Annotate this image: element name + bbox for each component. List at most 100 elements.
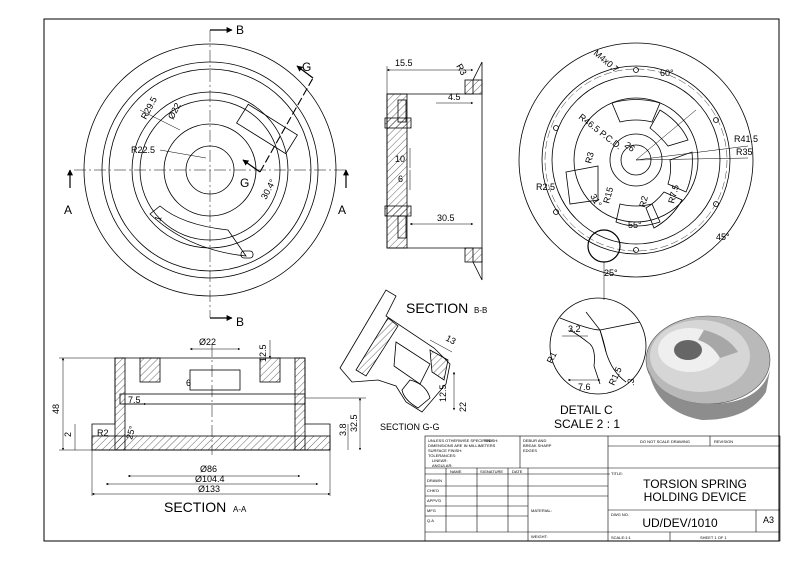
dim-r22-5: R22.5 xyxy=(131,145,155,155)
dim-r35: R35 xyxy=(736,147,753,157)
dim-r29-5: R29.5 xyxy=(139,95,159,121)
dim-r1-detail: R1 xyxy=(545,350,559,365)
dim-22-gg: 22 xyxy=(458,402,468,412)
weight-label: WEIGHT: xyxy=(531,534,548,539)
note-line-6: ANGULAR: xyxy=(432,463,452,468)
scale-value: SCALE:1:1 xyxy=(611,535,632,540)
dim-26: 26 xyxy=(623,140,637,154)
sheet-border xyxy=(43,18,780,542)
dim-7-6-detail: 7.6 xyxy=(578,382,591,392)
no-scale-note: DO NOT SCALE DRAWING xyxy=(640,439,690,444)
title-label: TITLE: xyxy=(611,471,623,476)
deburr-line-1: DEBUR AND xyxy=(523,438,546,443)
dim-6: 6 xyxy=(398,174,403,184)
section-bb-suffix: B-B xyxy=(474,306,487,315)
dim-15-5: 15.5 xyxy=(395,58,413,68)
note-line-3: SURFACE FINISH: xyxy=(428,448,462,453)
right-view xyxy=(518,42,754,300)
dim-r15: R15 xyxy=(601,186,615,205)
drawing-title-line-2: HOLDING DEVICE xyxy=(644,490,747,504)
row-drawn: DRAWN xyxy=(427,478,442,483)
row-approved: APPV'D xyxy=(427,498,441,503)
cut-label-b-bottom: B xyxy=(236,315,244,329)
dim-13-gg: 13 xyxy=(444,333,458,347)
dim-3-detail: .3 xyxy=(626,378,636,386)
detail-c-title: DETAIL C xyxy=(560,403,613,417)
dim-r3-right: R3 xyxy=(583,151,596,165)
sheet-count: SHEET 1 OF 1 xyxy=(700,535,727,540)
section-bb-labels: 15.5 R3 4.5 10 6 30.5 SECTION B-B xyxy=(395,58,487,316)
dim-30-4-deg: 30.4° xyxy=(259,177,278,201)
deburr-line-3: EDGES xyxy=(523,448,537,453)
dim-3-8-aa: 3.8 xyxy=(338,423,348,436)
section-aa-suffix: A-A xyxy=(233,505,247,514)
dwg-no-label: DWG NO. xyxy=(611,512,629,517)
material-label: MATERIAL: xyxy=(531,508,552,513)
cut-label-a-left: A xyxy=(64,203,72,217)
title-block xyxy=(424,435,781,542)
row-qa: Q.A xyxy=(427,518,434,523)
dim-d86-aa: Ø86 xyxy=(200,464,217,474)
cut-label-a-right: A xyxy=(338,203,346,217)
dim-25-deg: 25° xyxy=(604,268,618,278)
detail-c-labels: 3.2 R1 7.6 R1.5 .3 DETAIL C SCALE 2 : 1 xyxy=(545,324,636,431)
isometric-render xyxy=(645,315,771,420)
dim-12-5-gg: 12.5 xyxy=(438,384,448,402)
dim-r7-5: R7.5 xyxy=(666,184,681,205)
detail-c-circle xyxy=(587,229,621,263)
front-view xyxy=(67,27,349,321)
section-gg-title: SECTION G-G xyxy=(380,422,440,432)
dim-25-deg-aa: 25° xyxy=(124,424,137,440)
note-line-4: TOLERANCES: xyxy=(428,453,456,458)
detail-c-view xyxy=(549,297,647,395)
dwg-number: UD/DEV/1010 xyxy=(642,516,718,530)
section-gg-labels: 13 12.5 22 SECTION G-G xyxy=(380,333,468,432)
dim-2-aa: 2 xyxy=(63,432,73,437)
dim-45-deg: 45° xyxy=(716,232,730,242)
dim-6-aa: 6 xyxy=(186,378,191,388)
dim-10: 10 xyxy=(395,154,405,164)
outer-flange-circle-right xyxy=(518,42,754,278)
section-bb-view xyxy=(384,61,483,281)
dim-r2-5: R2.5 xyxy=(536,182,555,192)
note-line-5: LINEAR: xyxy=(432,458,448,463)
section-bb-title: SECTION xyxy=(406,300,468,316)
section-aa-labels: Ø22 12.5 6 7.5 25° R2 48 2 3.8 32.5 Ø86 … xyxy=(51,337,359,515)
cut-label-b-top: B xyxy=(236,23,244,37)
section-aa-view xyxy=(59,340,366,496)
dim-55-deg: 55° xyxy=(628,220,642,230)
dim-d104-4-aa: Ø104.4 xyxy=(195,474,225,484)
dim-4-5: 4.5 xyxy=(448,92,461,102)
col-date: DATE xyxy=(512,469,523,474)
detail-c-scale: SCALE 2 : 1 xyxy=(554,417,620,431)
note-line-2: DIMENSIONS ARE IN MILLIMETERS xyxy=(428,443,496,448)
dim-32-5-aa: 32.5 xyxy=(349,414,359,432)
dim-d133-aa: Ø133 xyxy=(198,484,220,494)
dim-7-5-aa: 7.5 xyxy=(128,395,141,405)
dim-r2-aa: R2 xyxy=(97,428,109,438)
dim-r1-5-detail: R1.5 xyxy=(607,365,624,386)
dim-r46-5-pcd: R46.5 P.C.D. xyxy=(577,112,624,152)
title-block-text: UNLESS OTHERWISE SPECIFIED: DIMENSIONS A… xyxy=(427,438,774,540)
dim-12-5-aa: 12.5 xyxy=(258,344,268,362)
dim-60-deg: 60° xyxy=(660,68,674,78)
col-name: NAME xyxy=(450,469,462,474)
row-mfg: MFG xyxy=(427,508,436,513)
sheet-size: A3 xyxy=(763,515,774,525)
dim-r41-5: R41.5 xyxy=(734,134,758,144)
cut-label-g-bottom: G xyxy=(240,176,249,190)
detail-c-boundary xyxy=(549,297,647,395)
dim-30-5: 30.5 xyxy=(437,213,455,223)
dim-r3: R3 xyxy=(454,62,468,77)
dim-r2: R2 xyxy=(637,195,650,209)
section-gg-view xyxy=(339,289,456,413)
deburr-line-2: BREAK SHARP xyxy=(523,443,552,448)
section-aa-title: SECTION xyxy=(164,499,226,515)
drawing-title-line-1: TORSION SPRING xyxy=(643,477,747,491)
row-checked: CHK'D xyxy=(427,488,439,493)
dim-d22-aa: Ø22 xyxy=(199,337,216,347)
dim-1: 1 xyxy=(152,215,163,223)
revision-label: REVISION xyxy=(714,439,733,444)
